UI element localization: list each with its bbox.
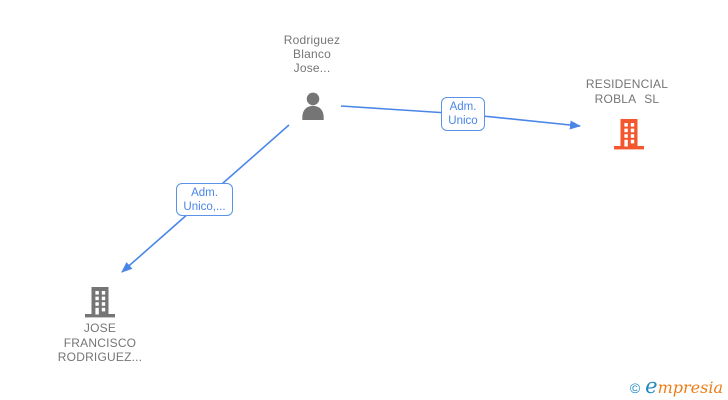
- person-node-label: Rodriguez Blanco Jose...: [256, 33, 368, 75]
- copyright-icon: ©: [629, 380, 641, 396]
- building-icon: [82, 287, 118, 323]
- edge-label-adm-unico[interactable]: Adm. Unico: [441, 97, 485, 131]
- person-node[interactable]: [297, 89, 329, 128]
- company-left-name: JOSE FRANCISCO RODRIGUEZ...: [57, 321, 143, 364]
- brand-name: mpresia: [657, 378, 723, 397]
- edge-label-adm-unico-etc[interactable]: Adm. Unico,...: [176, 183, 233, 216]
- person-name: Rodriguez Blanco Jose...: [283, 33, 341, 75]
- company-left-node[interactable]: [82, 283, 118, 324]
- brand-initial: e: [645, 374, 658, 398]
- company-left-label: JOSE FRANCISCO RODRIGUEZ...: [25, 321, 175, 365]
- company-right-name: RESIDENCIAL ROBLA SL: [585, 77, 669, 106]
- building-icon: [611, 119, 647, 155]
- person-icon: [297, 92, 329, 127]
- company-right-label: RESIDENCIAL ROBLA SL: [557, 77, 697, 106]
- company-right-node[interactable]: [611, 115, 647, 156]
- empresia-logo: © e mpresia: [629, 374, 723, 398]
